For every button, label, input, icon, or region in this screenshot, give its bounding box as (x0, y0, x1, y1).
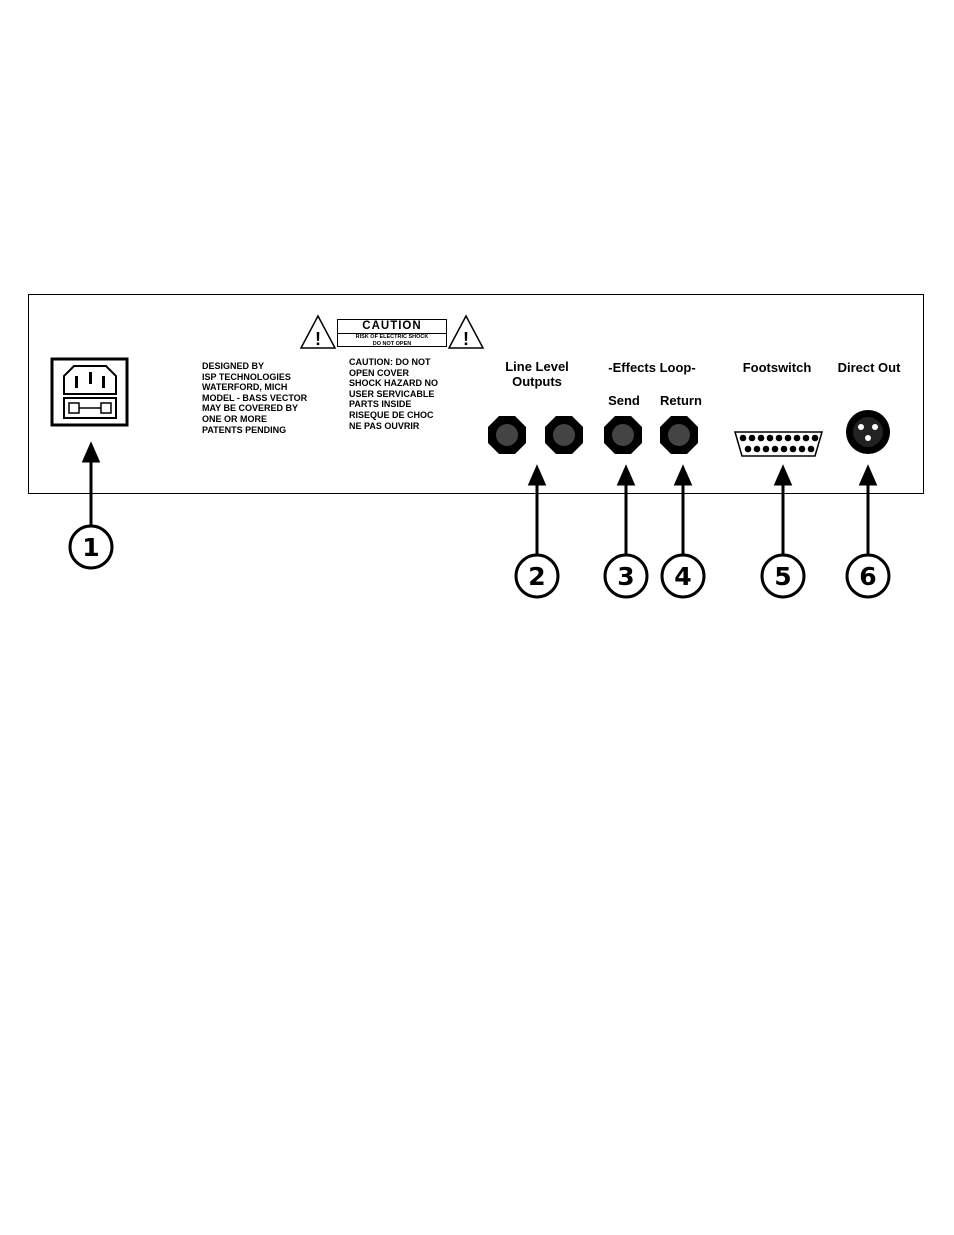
return-label: Return (660, 393, 702, 408)
callout-arrow-4-icon (673, 464, 693, 555)
caution-line-1: RISK OF ELECTRIC SHOCK (355, 334, 429, 340)
caution-label: CAUTION RISK OF ELECTRIC SHOCK DO NOT OP… (337, 319, 447, 347)
callout-circle-4 (660, 553, 706, 599)
callout-arrow-5-icon (773, 464, 793, 555)
callout-arrow-3-icon (616, 464, 636, 555)
caution-text: CAUTION: DO NOT OPEN COVER SHOCK HAZARD … (349, 357, 438, 431)
callout-arrow-1-icon (81, 441, 101, 526)
return-jack-icon (660, 416, 698, 454)
outputs-label: Outputs (512, 374, 562, 389)
callout-number-4: 4 (674, 562, 691, 591)
callout-arrow-6-icon (858, 464, 878, 555)
power-inlet-icon (50, 357, 129, 427)
callout-number-1: 1 (82, 533, 99, 562)
send-jack-icon (604, 416, 642, 454)
line-level-label: Line Level (505, 359, 569, 374)
designed-by-text: DESIGNED BY ISP TECHNOLOGIES WATERFORD, … (202, 361, 308, 435)
footswitch-connector-icon (734, 431, 823, 457)
svg-text:!: ! (463, 329, 469, 349)
callout-circle-1 (68, 524, 114, 570)
callout-number-3: 3 (617, 562, 634, 591)
callout-circle-2 (514, 553, 560, 599)
callout-circle-3 (603, 553, 649, 599)
line-output-jack-2-icon (545, 416, 583, 454)
line-output-jack-1-icon (488, 416, 526, 454)
caution-line-2: DO NOT OPEN (372, 340, 412, 347)
warning-triangle-right-icon: ! (447, 314, 485, 349)
svg-text:!: ! (315, 329, 321, 349)
callout-arrow-2-icon (527, 464, 547, 555)
warning-triangle-left-icon: ! (299, 314, 337, 349)
callout-number-2: 2 (528, 562, 545, 591)
callout-circle-5 (760, 553, 806, 599)
direct-out-label: Direct Out (837, 360, 901, 375)
send-label: Send (608, 393, 640, 408)
effects-loop-label: -Effects Loop- (608, 360, 696, 375)
footswitch-label: Footswitch (742, 360, 812, 375)
callout-circle-6 (845, 553, 891, 599)
callout-number-6: 6 (859, 562, 876, 591)
direct-out-xlr-icon (846, 410, 890, 454)
rear-panel (28, 294, 924, 494)
callout-number-5: 5 (774, 562, 791, 591)
caution-title: CAUTION (338, 320, 446, 334)
